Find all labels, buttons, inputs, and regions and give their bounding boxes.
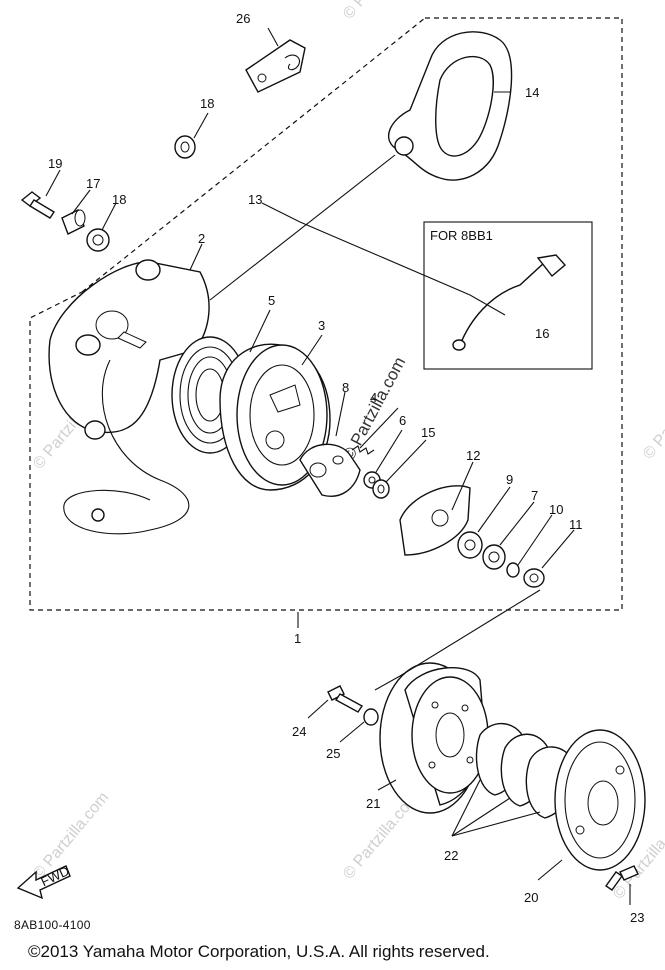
callout-1: 1 bbox=[294, 631, 301, 646]
callout-11: 11 bbox=[569, 517, 583, 532]
collar-17 bbox=[61, 209, 86, 235]
callout-18-lower: 18 bbox=[112, 192, 126, 207]
copyright-notice: ©2013 Yamaha Motor Corporation, U.S.A. A… bbox=[28, 942, 490, 961]
callout-21: 21 bbox=[366, 796, 380, 811]
cover-plate-20 bbox=[554, 729, 646, 871]
callout-23: 23 bbox=[630, 910, 644, 925]
variant-box bbox=[423, 221, 593, 370]
callout-5: 5 bbox=[268, 293, 275, 308]
assembly-frame bbox=[29, 17, 623, 611]
callout-25: 25 bbox=[326, 746, 340, 761]
starter-case-2 bbox=[48, 259, 210, 440]
clip-15 bbox=[372, 479, 390, 499]
bolt-24 bbox=[327, 685, 364, 713]
callout-15: 15 bbox=[421, 425, 435, 440]
drum-3 bbox=[219, 343, 331, 491]
callout-6: 6 bbox=[399, 413, 406, 428]
callout-22: 22 bbox=[444, 848, 458, 863]
callouts: 1 2 3 4 5 6 7 8 9 10 11 12 13 14 15 16 1… bbox=[48, 11, 644, 925]
callout-20: 20 bbox=[524, 890, 538, 905]
watermark-center: © Partzilla.com bbox=[339, 354, 410, 464]
callout-19: 19 bbox=[48, 156, 62, 171]
spring-4 bbox=[351, 445, 375, 455]
callout-17: 17 bbox=[86, 176, 100, 191]
drive-plate-12 bbox=[399, 485, 471, 556]
watermark-lower-left: © Partzilla.com bbox=[30, 789, 112, 883]
watermark-right: © Partzilla.com bbox=[640, 369, 665, 463]
callout-12: 12 bbox=[466, 448, 480, 463]
nut-11 bbox=[523, 568, 545, 588]
rope-16 bbox=[452, 254, 567, 351]
leader-lines bbox=[45, 27, 631, 905]
callout-10: 10 bbox=[549, 502, 563, 517]
collar-18-lower bbox=[86, 228, 110, 252]
callout-24: 24 bbox=[292, 724, 306, 739]
cable-end bbox=[91, 508, 105, 522]
washer-10 bbox=[506, 562, 520, 578]
callout-3: 3 bbox=[318, 318, 325, 333]
callout-4: 4 bbox=[370, 390, 377, 405]
callout-16: 16 bbox=[535, 326, 549, 341]
bracket-26 bbox=[245, 39, 306, 93]
callout-26: 26 bbox=[236, 11, 250, 26]
pawl-8 bbox=[299, 443, 361, 497]
callout-2: 2 bbox=[198, 231, 205, 246]
drawing-reference: 8AB100-4100 bbox=[14, 918, 91, 932]
bolt-19 bbox=[20, 191, 55, 219]
callout-18-upper: 18 bbox=[200, 96, 214, 111]
callout-14: 14 bbox=[525, 85, 539, 100]
washer-25 bbox=[363, 708, 379, 726]
cable-loop bbox=[63, 359, 190, 535]
starter-pulley-21 bbox=[379, 662, 489, 814]
callout-8: 8 bbox=[342, 380, 349, 395]
variant-box-label: FOR 8BB1 bbox=[430, 228, 493, 243]
collar-18-upper bbox=[174, 135, 196, 159]
starter-handle-14 bbox=[387, 31, 513, 181]
callout-7: 7 bbox=[531, 488, 538, 503]
bolt-23 bbox=[605, 865, 639, 891]
bolt-7 bbox=[482, 544, 506, 570]
washer-9 bbox=[457, 531, 483, 559]
callout-13: 13 bbox=[248, 192, 262, 207]
watermark-top: © Partzilla.com bbox=[340, 0, 422, 23]
starter-rope-13 bbox=[209, 154, 396, 301]
assembly-frame-top-edge bbox=[81, 17, 426, 293]
callout-9: 9 bbox=[506, 472, 513, 487]
